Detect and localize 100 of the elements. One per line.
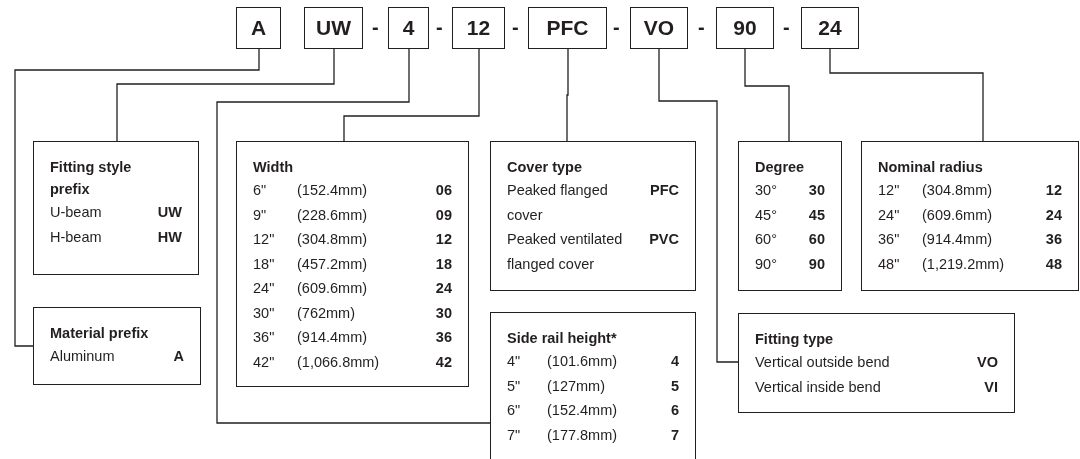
option-code: HW xyxy=(157,227,182,247)
panel-heading: Material prefix xyxy=(50,324,150,343)
option-code: 5 xyxy=(670,376,679,396)
leader-line xyxy=(116,48,335,142)
option-code: UW xyxy=(157,203,182,222)
inch-value: 18" xyxy=(253,254,276,274)
leader-line xyxy=(14,48,260,347)
description-panel xyxy=(738,313,1015,413)
metric-value: (609.6mm) xyxy=(297,279,369,298)
separator-dash: - xyxy=(512,16,519,39)
separator-dash: - xyxy=(372,16,379,39)
option-code: 36 xyxy=(1045,230,1062,249)
code-segment: PFC xyxy=(528,7,607,49)
option-code: 60 xyxy=(807,230,825,249)
description-panel xyxy=(236,141,469,387)
metric-value: (304.8mm) xyxy=(922,181,994,200)
option-code: 12 xyxy=(1045,181,1062,200)
option-code: 09 xyxy=(435,205,452,225)
option-code: VI xyxy=(983,377,998,397)
metric-value: (1,219.2mm) xyxy=(922,254,1006,274)
option-label: Aluminum xyxy=(50,347,116,366)
description-panel xyxy=(490,141,696,291)
panel-heading: Cover type xyxy=(507,158,583,177)
inch-value: 36" xyxy=(878,230,901,249)
angle-value: 60° xyxy=(755,230,778,249)
panel-heading: Nominal radius xyxy=(878,158,984,177)
metric-value: (152.4mm) xyxy=(297,181,369,200)
inch-value: 12" xyxy=(253,230,276,249)
option-code: VO xyxy=(977,353,998,372)
separator-dash: - xyxy=(436,16,443,39)
inch-value: 48" xyxy=(878,254,901,274)
inch-value: 9" xyxy=(253,205,268,225)
code-segment: 90 xyxy=(716,7,774,49)
option-code: 18 xyxy=(435,254,452,274)
metric-value: (177.8mm) xyxy=(547,425,619,445)
description-panel xyxy=(490,312,696,459)
code-segment: A xyxy=(236,7,281,49)
option-label: H-beam xyxy=(50,227,103,247)
metric-value: (914.4mm) xyxy=(297,328,369,347)
inch-value: 12" xyxy=(878,181,901,200)
description-panel xyxy=(33,141,199,275)
metric-value: (228.6mm) xyxy=(297,205,369,225)
angle-value: 45° xyxy=(755,205,778,225)
separator-dash: - xyxy=(783,16,790,39)
separator-dash: - xyxy=(698,16,705,39)
option-code: 24 xyxy=(435,279,452,298)
inch-value: 36" xyxy=(253,328,276,347)
metric-value: (101.6mm) xyxy=(547,352,619,371)
description-panel xyxy=(33,307,201,385)
panel-heading: Width xyxy=(253,158,295,177)
option-code: 12 xyxy=(435,230,452,249)
panel-heading: Fitting style prefix xyxy=(50,158,133,199)
leader-line xyxy=(566,48,569,142)
metric-value: (457.2mm) xyxy=(297,254,369,274)
metric-value: (1,066.8mm) xyxy=(297,352,381,372)
leader-line xyxy=(829,48,984,142)
option-code: 4 xyxy=(670,352,679,371)
panel-heading: Side rail height* xyxy=(507,329,618,348)
metric-value: (152.4mm) xyxy=(547,401,619,420)
metric-value: (609.6mm) xyxy=(922,205,994,225)
option-code: 6 xyxy=(670,401,679,420)
inch-value: 30" xyxy=(253,303,276,323)
angle-value: 30° xyxy=(755,181,778,200)
inch-value: 5" xyxy=(507,376,522,396)
leader-line xyxy=(658,48,739,363)
option-code: PVC xyxy=(648,230,679,249)
option-code: 30 xyxy=(435,303,452,323)
option-code: 45 xyxy=(807,205,825,225)
code-segment: UW xyxy=(304,7,363,49)
option-code: 30 xyxy=(807,181,825,200)
code-segment: 12 xyxy=(452,7,505,49)
inch-value: 4" xyxy=(507,352,522,371)
inch-value: 6" xyxy=(253,181,268,200)
inch-value: 42" xyxy=(253,352,276,372)
description-panel xyxy=(738,141,842,291)
option-label: Peaked flanged cover xyxy=(507,181,609,225)
inch-value: 6" xyxy=(507,401,522,420)
inch-value: 24" xyxy=(878,205,901,225)
option-label: Peaked ventilated flanged cover xyxy=(507,230,624,274)
panel-heading: Fitting type xyxy=(755,330,835,349)
metric-value: (914.4mm) xyxy=(922,230,994,249)
code-segment: 24 xyxy=(801,7,859,49)
leader-line xyxy=(343,48,480,142)
option-code: 24 xyxy=(1045,205,1062,225)
option-code: 7 xyxy=(670,425,679,445)
option-code: 90 xyxy=(807,254,825,274)
code-segment: VO xyxy=(630,7,688,49)
separator-dash: - xyxy=(613,16,620,39)
description-panel xyxy=(861,141,1079,291)
metric-value: (762mm) xyxy=(297,303,356,323)
option-label: Vertical inside bend xyxy=(755,377,882,397)
panel-heading: Degree xyxy=(755,158,806,177)
option-label: Vertical outside bend xyxy=(755,353,891,372)
inch-value: 7" xyxy=(507,425,522,445)
metric-value: (304.8mm) xyxy=(297,230,369,249)
leader-line xyxy=(744,48,790,142)
leader-line xyxy=(216,48,491,424)
option-code: PFC xyxy=(649,181,679,200)
option-code: 36 xyxy=(435,328,452,347)
code-segment: 4 xyxy=(388,7,429,49)
